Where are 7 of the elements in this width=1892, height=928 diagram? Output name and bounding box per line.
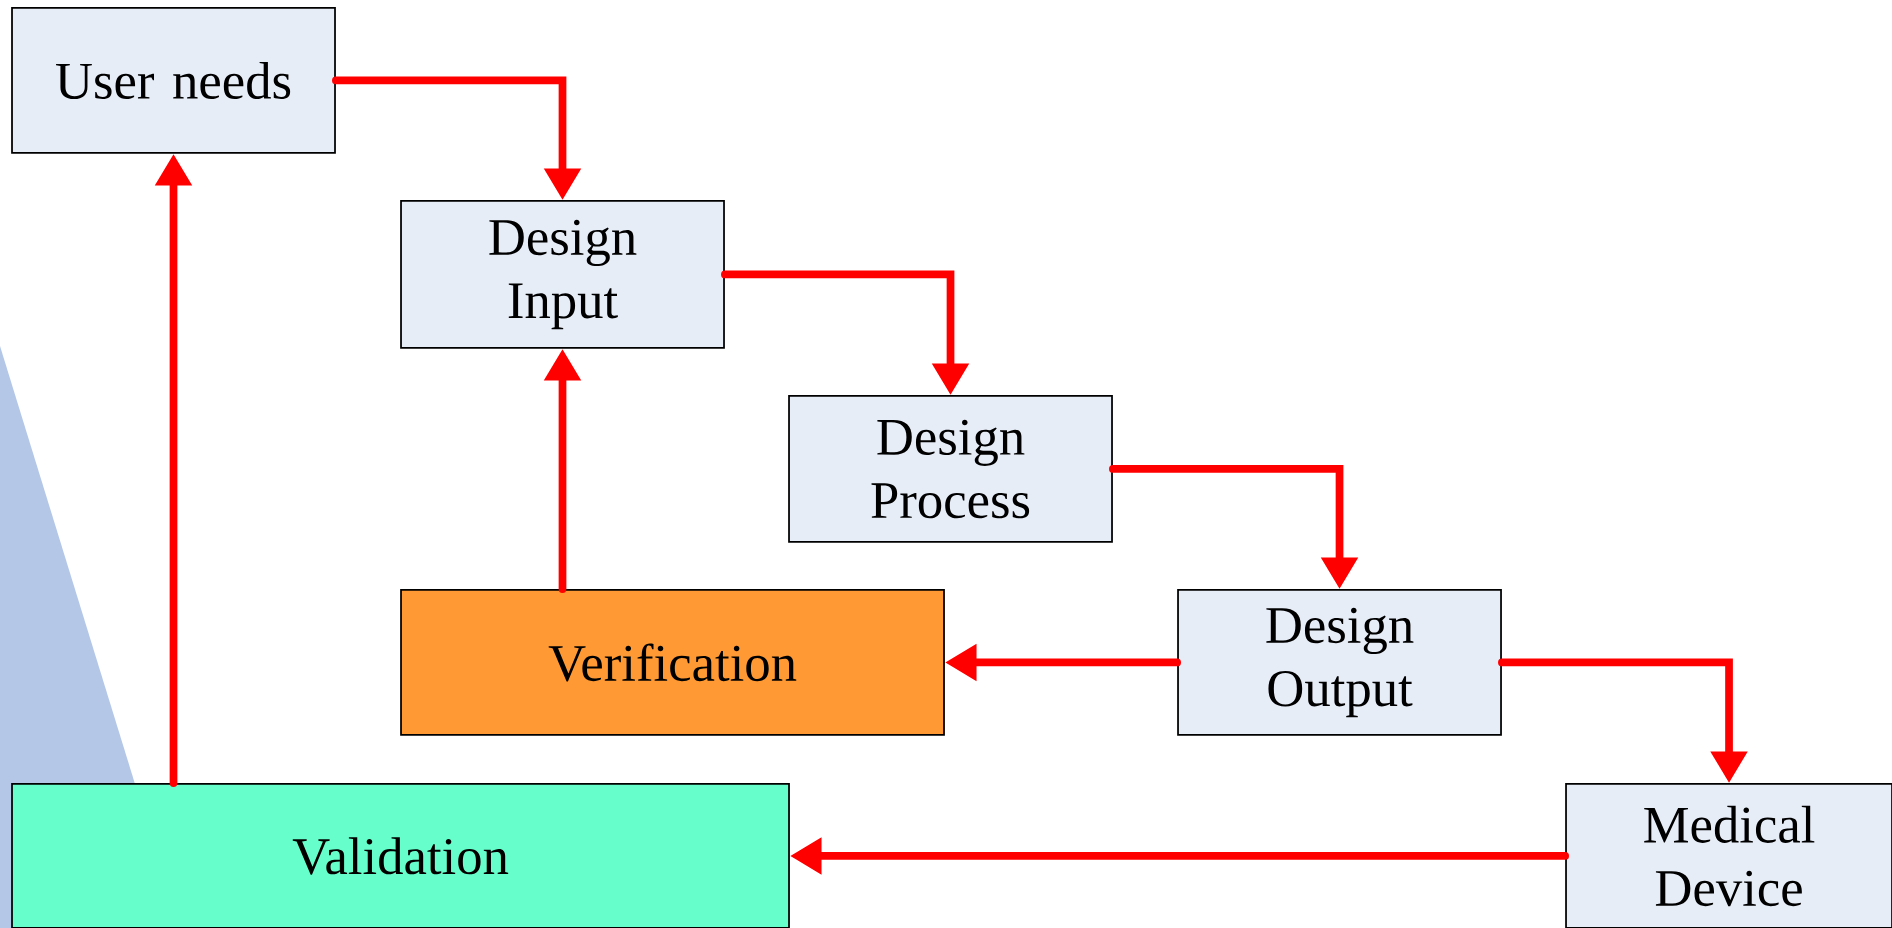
verification-box: Verification bbox=[400, 589, 945, 736]
process-box: Medical Device bbox=[1565, 783, 1892, 928]
process-box: Design Input bbox=[400, 200, 725, 349]
process-box: User needs bbox=[11, 7, 336, 154]
validation-box: Validation bbox=[11, 783, 790, 928]
process-box: Design Process bbox=[788, 395, 1113, 543]
process-box: Design Output bbox=[1177, 589, 1502, 736]
